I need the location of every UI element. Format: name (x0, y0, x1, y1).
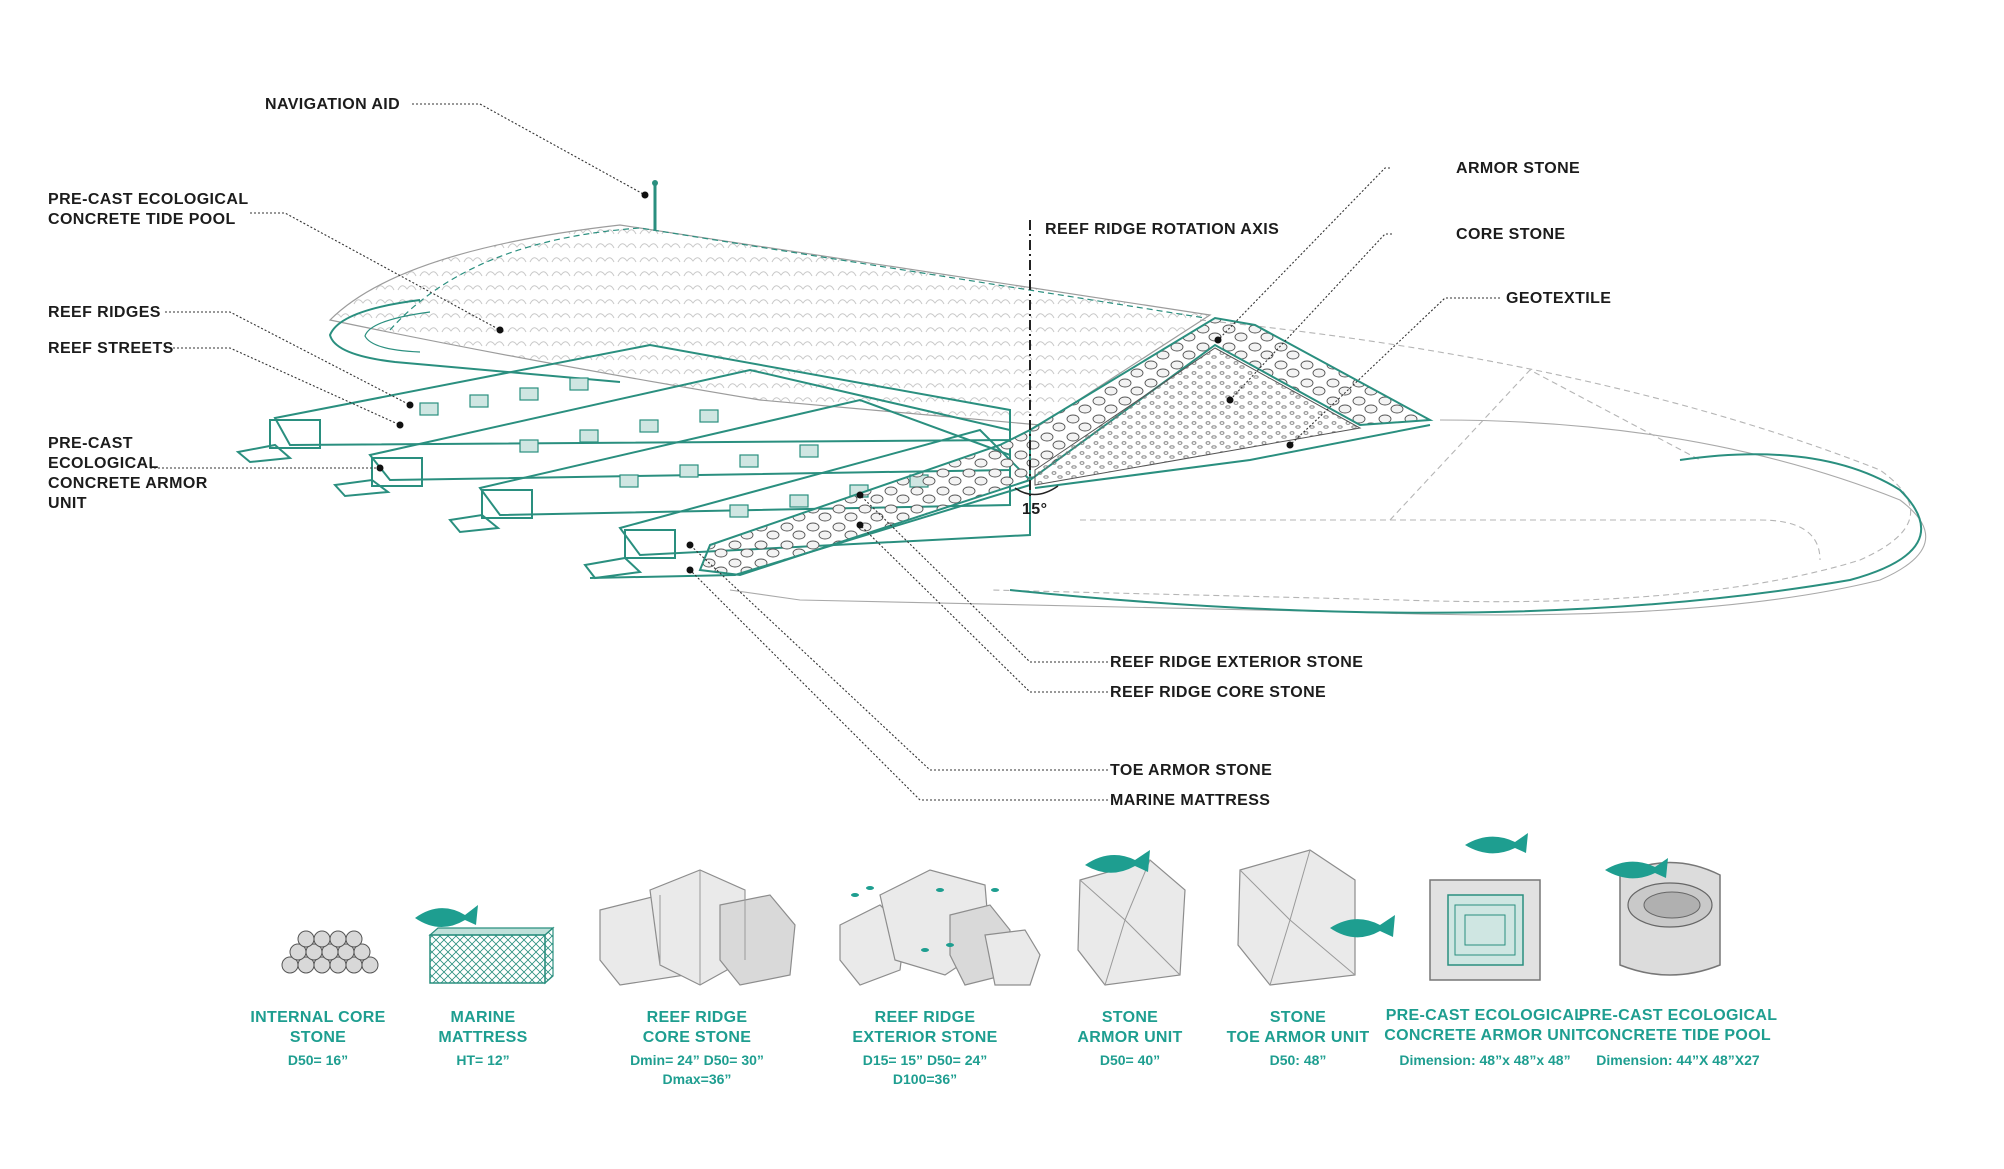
svg-text:D50= 16”: D50= 16” (288, 1052, 348, 1068)
svg-text:D50: 48”: D50: 48” (1270, 1052, 1327, 1068)
label-navigation-aid: NAVIGATION AID (265, 96, 400, 113)
legend-icon-precast-tide-pool (1605, 858, 1721, 976)
svg-text:EXTERIOR STONE: EXTERIOR STONE (852, 1029, 997, 1046)
marine-mattress-base (589, 484, 1031, 579)
svg-text:Dmin= 24” D50= 30”: Dmin= 24” D50= 30” (630, 1052, 764, 1068)
svg-text:STONE: STONE (1102, 1009, 1158, 1026)
legend-ridge-exterior-stone: REEF RIDGE EXTERIOR STONE D15= 15” D50= … (852, 1009, 997, 1087)
svg-text:MARINE: MARINE (451, 1009, 516, 1026)
label-geotextile: GEOTEXTILE (1506, 290, 1611, 307)
reef-ridge-1 (269, 343, 1011, 449)
island-peak (1389, 369, 1701, 521)
callout-labels: NAVIGATION AID PRE-CAST ECOLOGICAL CONCR… (48, 96, 1611, 809)
svg-text:ARMOR UNIT: ARMOR UNIT (1077, 1029, 1182, 1046)
label-ridge-core-stone: REEF RIDGE CORE STONE (1110, 684, 1326, 701)
reef-ridge-4 (618, 428, 1031, 559)
legend-icon-precast-armor-unit (1429, 833, 1541, 981)
fish-icon (1330, 915, 1395, 938)
fish-icon (1465, 833, 1528, 854)
fish-icon (1605, 858, 1668, 879)
precast-armor-units (419, 377, 929, 518)
legend-precast-tide-pool: PRE-CAST ECOLOGICAL CONCRETE TIDE POOL D… (1579, 1007, 1778, 1068)
label-armor-unit-line3: CONCRETE ARMOR (48, 475, 208, 492)
island-outline (729, 419, 1927, 616)
crest-dashed-line (389, 227, 1206, 331)
legend-internal-core-stone: INTERNAL CORE STONE D50= 16” (250, 1009, 385, 1068)
svg-text:PRE-CAST ECOLOGICAL: PRE-CAST ECOLOGICAL (1579, 1007, 1778, 1024)
svg-text:HT= 12”: HT= 12” (456, 1052, 509, 1068)
label-rotation-axis: REEF RIDGE ROTATION AXIS (1045, 221, 1279, 238)
island-shoreline (1009, 453, 1923, 614)
svg-text:REEF RIDGE: REEF RIDGE (875, 1009, 976, 1026)
label-armor-unit-line1: PRE-CAST (48, 435, 133, 452)
label-armor-stone: ARMOR STONE (1456, 160, 1580, 177)
legend-captions: INTERNAL CORE STONE D50= 16” MARINE MATT… (250, 1007, 1777, 1087)
svg-text:CONCRETE ARMOR UNIT: CONCRETE ARMOR UNIT (1384, 1027, 1586, 1044)
svg-text:MATTRESS: MATTRESS (438, 1029, 527, 1046)
fish-icon (1085, 850, 1150, 873)
label-angle: 15° (1022, 501, 1047, 518)
svg-text:REEF RIDGE: REEF RIDGE (647, 1009, 748, 1026)
leader-lines (150, 103, 1500, 801)
tide-pool-edge (328, 299, 621, 383)
svg-text:PRE-CAST ECOLOGICAL: PRE-CAST ECOLOGICAL (1386, 1007, 1585, 1024)
rotation-angle-arc (1014, 485, 1059, 496)
svg-text:STONE: STONE (1270, 1009, 1326, 1026)
svg-text:D50= 40”: D50= 40” (1100, 1052, 1160, 1068)
legend-icon-ridge-core-stone (599, 869, 796, 986)
legend-icon-stone-toe-armor (1237, 849, 1395, 986)
label-tide-pool-line1: PRE-CAST ECOLOGICAL (48, 191, 249, 208)
svg-text:CONCRETE TIDE POOL: CONCRETE TIDE POOL (1585, 1027, 1771, 1044)
small-fish-icons (851, 886, 999, 952)
label-toe-armor-stone: TOE ARMOR STONE (1110, 762, 1272, 779)
svg-text:Dimension: 48”x 48”x 48”: Dimension: 48”x 48”x 48” (1399, 1052, 1570, 1068)
ridge-exterior-stone-band (698, 428, 1031, 577)
core-stone-section (1034, 347, 1362, 486)
legend-icons (281, 833, 1721, 986)
legend-icon-internal-core-stone (281, 930, 379, 974)
armor-stone-field (328, 224, 1212, 426)
legend-marine-mattress: MARINE MATTRESS HT= 12” (438, 1009, 527, 1068)
legend-stone-armor-unit: STONE ARMOR UNIT D50= 40” (1077, 1009, 1182, 1068)
legend-precast-armor-unit: PRE-CAST ECOLOGICAL CONCRETE ARMOR UNIT … (1384, 1007, 1586, 1068)
svg-text:STONE: STONE (290, 1029, 346, 1046)
svg-text:TOE ARMOR UNIT: TOE ARMOR UNIT (1227, 1029, 1370, 1046)
legend-icon-stone-armor-unit (1077, 850, 1186, 986)
legend-ridge-core-stone: REEF RIDGE CORE STONE Dmin= 24” D50= 30”… (630, 1009, 764, 1087)
svg-text:D15= 15” D50= 24”: D15= 15” D50= 24” (863, 1052, 988, 1068)
svg-text:INTERNAL CORE: INTERNAL CORE (250, 1009, 385, 1026)
breakwater-structure (235, 180, 1927, 616)
geotextile-line (1034, 424, 1431, 489)
tide-pool-edge-inner (364, 311, 431, 353)
svg-text:Dimension: 44”X 48”X27: Dimension: 44”X 48”X27 (1596, 1052, 1760, 1068)
label-armor-unit-line2: ECOLOGICAL (48, 455, 159, 472)
island-outline-dashed (989, 319, 1912, 603)
svg-text:CORE STONE: CORE STONE (643, 1029, 752, 1046)
legend-icon-ridge-exterior-stone (839, 869, 1041, 986)
legend-icon-marine-mattress (415, 905, 555, 985)
legend-stone-toe-armor: STONE TOE ARMOR UNIT D50: 48” (1227, 1009, 1370, 1068)
label-ridge-exterior-stone: REEF RIDGE EXTERIOR STONE (1110, 654, 1363, 671)
fish-icon (415, 905, 478, 928)
navigation-aid (652, 180, 658, 230)
svg-text:Dmax=36”: Dmax=36” (663, 1071, 732, 1087)
label-reef-streets: REEF STREETS (48, 340, 174, 357)
reef-streets (235, 443, 643, 580)
label-core-stone: CORE STONE (1456, 226, 1566, 243)
label-reef-ridges: REEF RIDGES (48, 304, 161, 321)
island-contour (1080, 519, 1821, 561)
label-armor-unit-line4: UNIT (48, 495, 87, 512)
label-tide-pool-line2: CONCRETE TIDE POOL (48, 211, 236, 228)
label-marine-mattress: MARINE MATTRESS (1110, 792, 1270, 809)
svg-text:D100=36”: D100=36” (893, 1071, 957, 1087)
